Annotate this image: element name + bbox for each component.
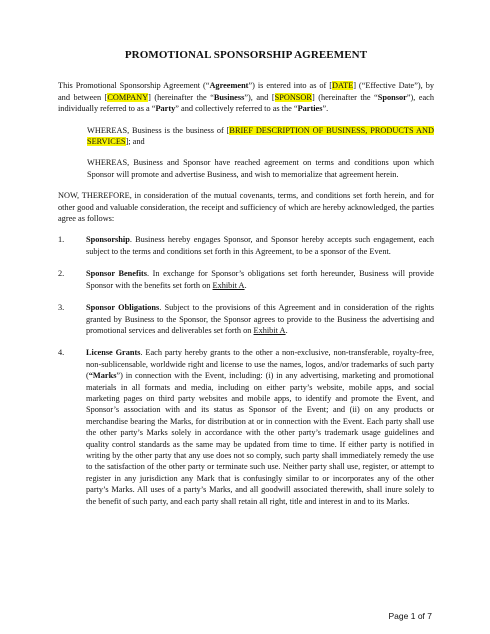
intro-text: ”) is entered into as of [ (248, 81, 333, 91)
clause-text: . Subject to the provisions of this Agre… (86, 303, 435, 335)
now-therefore-paragraph: NOW, THEREFORE, in consideration of the … (58, 191, 434, 224)
company-placeholder: COMPANY (107, 92, 149, 102)
term-party: Party (155, 104, 176, 114)
whereas-paragraph-2: WHEREAS, Business and Sponsor have reach… (87, 158, 434, 179)
term-marks: “Marks (88, 371, 117, 381)
whereas-text: WHEREAS, Business is the business of [ (87, 125, 230, 135)
exhibit-a-reference: Exhibit A (253, 325, 286, 335)
clause-text: . Business hereby engages Sponsor, and S… (86, 235, 434, 256)
clause-text: . Each party hereby grants to the other … (86, 348, 434, 381)
intro-text: ” and collectively referred to as the “ (175, 104, 298, 114)
clause-heading: Sponsor Benefits (86, 269, 148, 279)
intro-text: This Promotional Sponsorship Agreement (… (58, 81, 210, 91)
intro-text: ] (“Effective Date”), by and between [ (58, 81, 434, 102)
clause-heading: License Grants (86, 348, 141, 358)
term-agreement: Agreement (209, 81, 249, 91)
clause-3: 3. Sponsor Obligations. Subject to the pr… (58, 302, 434, 336)
clause-text: . In exchange for Sponsor’s obligations … (86, 269, 434, 290)
clause-4: 4. License Grants. Each party hereby gran… (58, 347, 434, 507)
intro-text: ] (hereinafter the “ (311, 92, 378, 102)
clause-1: 1. Sponsorship. Business hereby engages S… (58, 234, 434, 257)
date-placeholder: DATE (332, 81, 354, 91)
clause-number: 2. (58, 269, 65, 279)
term-sponsor: Sponsor (377, 92, 407, 102)
clause-2: 2. Sponsor Benefits. In exchange for Spon… (58, 268, 434, 291)
intro-paragraph: This Promotional Sponsorship Agreement (… (58, 80, 434, 114)
clause-number: 1. (58, 235, 65, 245)
clause-text: . (244, 280, 247, 290)
exhibit-a-reference: Exhibit A (212, 280, 245, 290)
whereas-paragraph-1: WHEREAS, Business is the business of [BR… (87, 125, 434, 148)
term-business: Business (213, 92, 245, 102)
intro-text: ”), and [ (244, 92, 275, 102)
whereas-text: ]; and (125, 137, 145, 147)
term-parties: Parties (297, 104, 323, 114)
clause-number: 3. (58, 303, 65, 313)
intro-text: ”. (322, 104, 329, 114)
clause-heading: Sponsorship (86, 235, 130, 245)
intro-text: ”), each individually referred to as a “ (58, 92, 434, 114)
document-title: PROMOTIONAL SPONSORSHIP AGREEMENT (124, 49, 368, 61)
sponsor-placeholder: SPONSOR (274, 92, 312, 102)
page-number: Page 1 of 7 (388, 610, 432, 621)
clause-text: . (285, 325, 288, 335)
intro-text: ] (hereinafter the “ (148, 92, 214, 102)
clause-text: ”) in connection with the Event, includi… (86, 371, 434, 506)
clause-heading: Sponsor Obligations (86, 303, 160, 313)
clause-number: 4. (58, 348, 65, 358)
